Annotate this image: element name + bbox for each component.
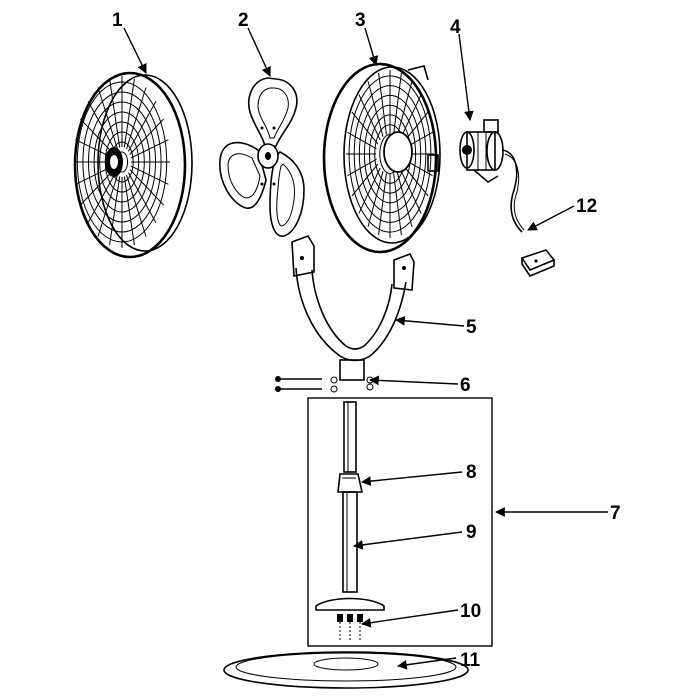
callout-7: 7 (610, 503, 621, 524)
grille-spoke (401, 163, 429, 197)
rear-grille (322, 62, 441, 254)
grille-spoke (393, 173, 402, 236)
grille-spoke (97, 174, 118, 237)
grille-spoke (123, 176, 135, 246)
motor (459, 119, 525, 233)
callout-9: 9 (466, 522, 477, 543)
callout-2: 2 (238, 10, 249, 31)
callout-8: 8 (466, 462, 477, 483)
fan-blade (219, 77, 305, 237)
grille-spoke (367, 81, 384, 137)
grille-spoke (130, 165, 169, 185)
callout-5: 5 (466, 317, 477, 338)
callout-4: 4 (450, 17, 461, 38)
grille-spoke (351, 111, 379, 145)
grille-spoke (130, 139, 169, 159)
callout-6: 6 (460, 375, 471, 396)
callout-1: 1 (112, 10, 123, 31)
callout-11: 11 (460, 650, 481, 671)
grille-spoke (109, 176, 121, 246)
power-plug (520, 249, 556, 277)
yoke-bracket (291, 235, 415, 381)
grille-spoke (396, 171, 413, 227)
grille-spoke (129, 169, 164, 206)
grille-spoke (393, 72, 402, 135)
grille-spoke (367, 171, 384, 227)
grille-spoke (126, 174, 147, 237)
grille-spoke (126, 87, 147, 150)
grille-spoke (97, 87, 118, 150)
grille-spoke (127, 100, 157, 152)
grille-spoke (399, 94, 422, 141)
grille-spoke (358, 94, 381, 141)
callout-labels: 1 2 3 4 5 6 7 8 9 10 11 12 (112, 10, 621, 671)
grille-spoke (396, 81, 413, 137)
grille-spoke (87, 172, 117, 224)
grille-spoke (399, 167, 422, 214)
grille-spoke (351, 163, 379, 197)
front-grille (73, 71, 193, 259)
grille-spoke (347, 158, 377, 177)
stand-assembly-box (307, 397, 493, 647)
grille-spoke (87, 100, 117, 152)
grille-spoke (358, 167, 381, 214)
base-plate (315, 597, 385, 640)
grille-spoke (129, 118, 164, 155)
grille-spoke (378, 173, 387, 236)
callout-10: 10 (460, 601, 481, 622)
callout-3: 3 (355, 10, 366, 31)
grille-spoke (109, 78, 121, 148)
telescopic-pole (337, 401, 363, 593)
grille-spoke (80, 169, 115, 206)
grille-spoke (347, 131, 377, 150)
grille-spoke (127, 172, 157, 224)
grille-spoke (123, 78, 135, 148)
leader-lines (123, 27, 608, 670)
grille-spoke (378, 72, 387, 135)
grille-spoke (80, 118, 115, 155)
bolt-set (275, 376, 374, 393)
round-base (223, 651, 469, 689)
callout-12: 12 (576, 196, 597, 217)
